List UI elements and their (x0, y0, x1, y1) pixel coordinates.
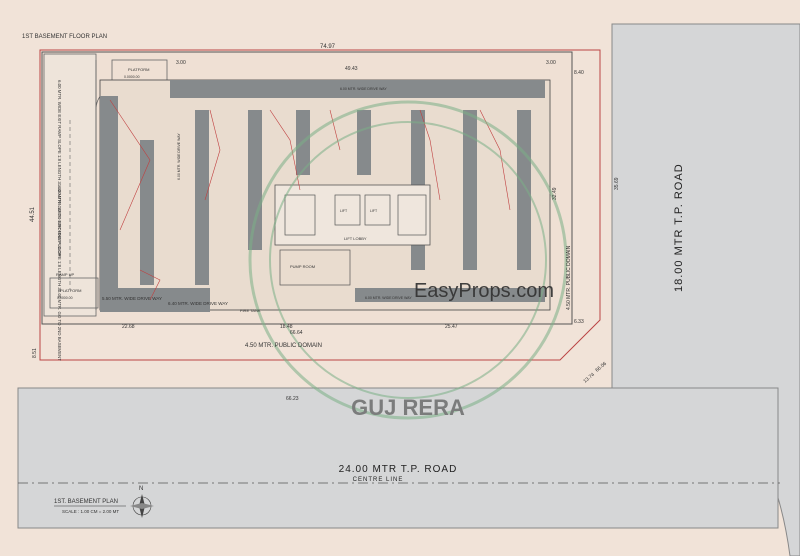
centre-line-label: CENTRE LINE (353, 477, 404, 483)
easyprops-watermark: EasyProps.com (414, 280, 554, 302)
pump-room-label: PUMP ROOM (290, 264, 315, 269)
parking-block-left (100, 96, 118, 310)
dim-bottom-right-small: 6.33 (574, 319, 584, 325)
dim-right-gap: 8.40 (574, 70, 584, 76)
dim-bottom-mid-a: 18.48 (280, 324, 293, 330)
parking-block-bottom (355, 288, 545, 302)
dim-bottom-left: 22.68 (122, 324, 135, 330)
dim-right-inner: 32.49 (552, 187, 558, 200)
dim-top-total: 74.97 (320, 44, 336, 50)
parking-col-1 (140, 140, 154, 285)
north-arrow-icon (130, 494, 154, 518)
dim-corner-b: 66.06 (594, 361, 608, 374)
lobby-label: LIFT LOBBY (344, 236, 367, 241)
parking-block-bl (100, 288, 210, 312)
platform-bottom-box (49, 277, 99, 309)
plot-boundary (39, 49, 601, 361)
lift-2-box (364, 194, 391, 226)
north-label: N (139, 486, 143, 492)
dim-top-inner: 49.43 (345, 66, 358, 72)
platform-top-label: PLATFORM (128, 67, 149, 72)
platform-top-level: 0.0000.00 (124, 75, 140, 79)
drive-way-bottom: 6.00 MTR. WIDE DRIVE WAY (365, 296, 412, 300)
stair-right (397, 194, 427, 236)
bottom-road-label: 24.00 MTR T.P. ROAD (339, 464, 458, 475)
parking-col-8 (517, 110, 531, 270)
parking-col-5 (357, 110, 371, 175)
pump-room-box (279, 249, 351, 286)
ramp-entry-label: 6.00 MTR. WIDE EXIT RAMP SLOPE 1:8 LENGT… (57, 186, 62, 361)
dim-bottom-mid-b: 66.64 (290, 330, 303, 336)
stair-left (284, 194, 316, 236)
dim-bottom-right: 25.47 (445, 324, 458, 330)
drive-way-wide-mid: 6.40 MTR. WIDE DRIVE WAY (168, 301, 228, 306)
dim-right-setback: 3.00 (546, 60, 556, 66)
dim-right-road: 35.69 (614, 177, 620, 190)
platform-bottom-level: 0.0000.00 (57, 296, 73, 300)
platform-bottom-label: PLATFORM (60, 288, 81, 293)
dim-left-setback: 3.00 (176, 60, 186, 66)
right-road-label: 18.00 MTR T.P. ROAD (673, 163, 685, 292)
drive-way-vertical: 6.00 MTR. WIDE DRIVE WAY (177, 133, 181, 180)
parking-block-top (170, 80, 545, 98)
footer-plan-label: 1ST. BASEMENT PLAN (54, 499, 118, 505)
lift-1-label: LIFT (340, 209, 348, 213)
ramp-exit-label: 6.00 MTR. WIDE EXIT RAMP SLOPE 1:8 LENGT… (57, 80, 62, 257)
parking-col-7 (463, 110, 477, 270)
lift-1-box (334, 194, 361, 226)
drive-way-wide-left: 5.50 MTR. WIDE DRIVE WAY (102, 296, 162, 301)
public-domain-right: 4.50 MTR. PUBLIC DOMAIN (566, 245, 572, 310)
seal-text: GUJ RERA (351, 395, 465, 420)
parking-col-2 (195, 110, 209, 285)
plan-title: 1ST BASEMENT FLOOR PLAN (22, 34, 107, 40)
footer-scale: SCALE : 1.00 CM = 2.00 MT (62, 509, 119, 514)
dim-left-total: 44.51 (30, 206, 36, 222)
dim-road-edge: 66.23 (286, 396, 299, 402)
drive-way-top: 6.00 MTR. WIDE DRIVE WAY (340, 87, 387, 91)
dim-bottom-left-side: 8.51 (32, 348, 38, 358)
ramp-up-label: RAMP UP (56, 272, 74, 277)
fire-tank-label: FIRE TANK (240, 308, 261, 313)
lift-2-label: LIFT (370, 209, 378, 213)
rera-seal: GUJ RERA (248, 100, 568, 420)
public-domain-bottom: 4.50 MTR. PUBLIC DOMAIN (245, 343, 322, 349)
dim-corner-a: 13.74 (582, 372, 596, 385)
parking-col-3 (248, 110, 262, 250)
